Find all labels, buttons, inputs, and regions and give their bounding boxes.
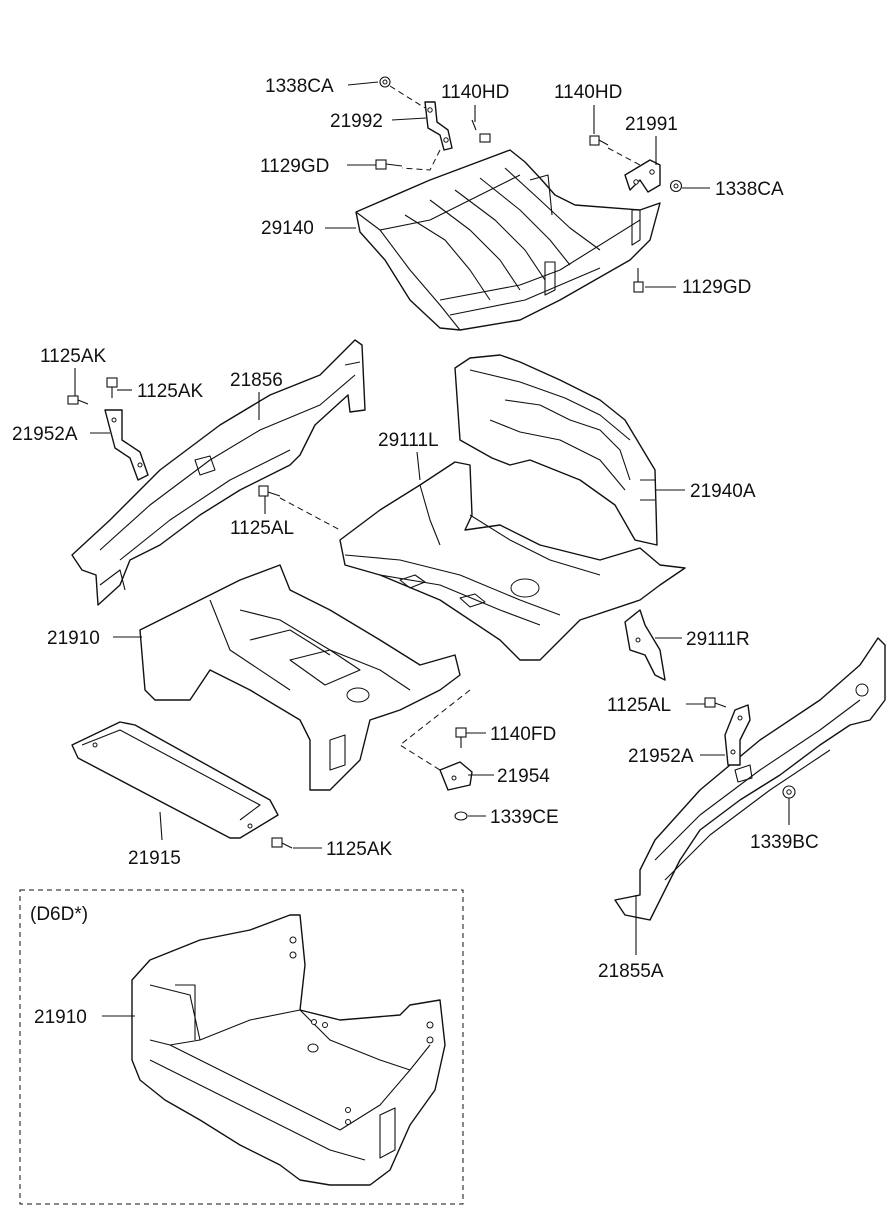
bolt-1140FD xyxy=(455,727,467,748)
label-29111L: 29111L xyxy=(378,430,439,451)
bolt-1125AL-b xyxy=(704,697,727,708)
label-29111R: 29111R xyxy=(686,629,750,650)
label-21910-b: 21910 xyxy=(34,1007,87,1028)
label-21992: 21992 xyxy=(330,111,383,132)
part-21915-pan xyxy=(71,721,279,839)
part-29140-tray xyxy=(355,149,661,331)
part-21992-bracket xyxy=(424,101,453,151)
label-1129GD-a: 1129GD xyxy=(260,156,329,177)
label-1125AK-a: 1125AK xyxy=(40,346,107,367)
part-21856-side-member xyxy=(71,339,366,606)
label-21910-a: 21910 xyxy=(47,628,100,649)
label-21855A: 21855A xyxy=(598,961,664,982)
part-29111L-rear-floor xyxy=(339,461,686,661)
part-29111R-bracket xyxy=(624,609,666,681)
label-1140HD-b: 1140HD xyxy=(554,82,622,103)
bolt-1140HD-b xyxy=(589,135,609,146)
label-21954: 21954 xyxy=(497,766,550,787)
label-21856: 21856 xyxy=(230,370,283,391)
label-1125AL-a: 1125AL xyxy=(230,518,294,539)
label-21915: 21915 xyxy=(128,848,181,869)
bolt-1140HD-a xyxy=(471,119,491,143)
nut-1339CE xyxy=(454,811,468,821)
part-21910-floor xyxy=(139,564,461,791)
part-21952A-bracket-right xyxy=(724,704,751,766)
label-1125AL-b: 1125AL xyxy=(607,695,671,716)
bolt-1129GD-b xyxy=(633,268,644,293)
label-29140: 29140 xyxy=(261,218,314,239)
bolt-1125AK-a xyxy=(67,395,89,405)
label-21991: 21991 xyxy=(625,114,678,135)
label-1140HD-a: 1140HD xyxy=(441,82,509,103)
label-variant-d6d: (D6D*) xyxy=(30,904,88,925)
label-1339BC: 1339BC xyxy=(750,832,819,853)
label-1129GD-b: 1129GD xyxy=(682,277,751,298)
nut-1339BC xyxy=(782,785,796,799)
label-1125AK-b: 1125AK xyxy=(137,381,204,402)
label-1125AK-c: 1125AK xyxy=(326,839,393,860)
label-21952A-b: 21952A xyxy=(628,746,694,767)
bolt-1338CA-a xyxy=(379,76,391,88)
label-1339CE: 1339CE xyxy=(490,807,559,828)
part-21910-floor-d6d xyxy=(131,914,446,1186)
part-21940A-rear-panel xyxy=(454,354,658,546)
label-21952A-a: 21952A xyxy=(12,424,78,445)
bolt-1125AL-a xyxy=(258,485,281,497)
part-21855A-side-member xyxy=(614,637,886,921)
part-21991-bracket xyxy=(624,159,661,193)
bolt-1125AK-b xyxy=(106,377,118,398)
part-21954-bracket xyxy=(439,761,473,791)
label-1338CA-b: 1338CA xyxy=(715,179,784,200)
part-21952A-bracket-left xyxy=(104,409,149,481)
label-1140FD: 1140FD xyxy=(490,724,556,745)
bolt-1129GD-a xyxy=(375,159,403,170)
label-21940A: 21940A xyxy=(690,481,756,502)
label-1338CA-a: 1338CA xyxy=(265,76,334,97)
bolt-1125AK-c xyxy=(271,837,293,849)
nut-1338CA-b xyxy=(669,179,683,193)
